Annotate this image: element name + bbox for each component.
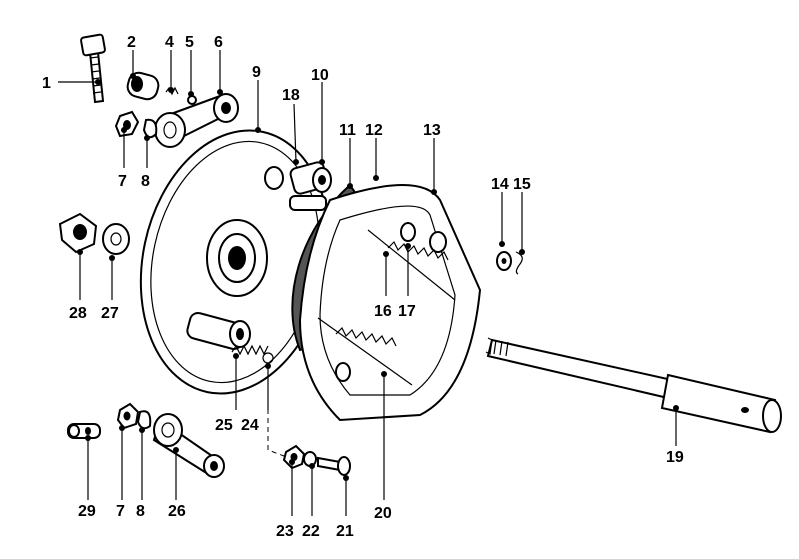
washer-and-clip [496, 251, 523, 275]
callout-21: 21 [336, 523, 354, 540]
callout-12: 12 [365, 122, 383, 139]
callout-22: 22 [302, 523, 320, 540]
callout-7-lower: 7 [116, 503, 125, 520]
adjusting-bolt [80, 33, 106, 104]
callout-7-upper: 7 [118, 173, 127, 190]
brake-shoe [291, 183, 482, 422]
callout-28: 28 [69, 305, 87, 322]
callout-2: 2 [127, 34, 136, 51]
callout-27: 27 [101, 305, 119, 322]
upper-nut-washer [114, 110, 158, 139]
callout-26: 26 [168, 503, 186, 520]
callout-11: 11 [339, 122, 356, 139]
callout-10: 10 [311, 67, 329, 84]
barrel-nut [126, 71, 160, 101]
callout-15: 15 [513, 176, 531, 193]
lower-bolt-assembly [282, 444, 351, 476]
callout-labels: 1 2 4 5 6 7 8 9 10 11 12 13 14 15 16 17 … [42, 34, 684, 540]
callout-14: 14 [491, 176, 509, 193]
callout-16: 16 [374, 303, 392, 320]
callout-6: 6 [214, 34, 223, 51]
upper-pivot-pin [289, 161, 332, 211]
callout-19: 19 [666, 449, 684, 466]
callout-20: 20 [374, 505, 392, 522]
return-springs [317, 229, 456, 386]
callout-23: 23 [276, 523, 294, 540]
lower-lever-assembly [116, 402, 225, 478]
clevis-pin [67, 423, 101, 439]
lower-pivot-pin [186, 311, 251, 351]
callout-5: 5 [185, 34, 194, 51]
callout-9: 9 [252, 64, 261, 81]
callout-17: 17 [398, 303, 416, 320]
callout-8-upper: 8 [141, 173, 150, 190]
callout-13: 13 [423, 122, 441, 139]
leader-lines [58, 50, 679, 516]
guide-line-lower-spring [267, 364, 285, 457]
callout-25: 25 [215, 417, 233, 434]
axle-shaft [485, 337, 782, 434]
axle-nut-washer [58, 212, 130, 255]
callout-18: 18 [282, 87, 300, 104]
callout-29: 29 [78, 503, 96, 520]
callout-4: 4 [165, 34, 174, 51]
upper-lever [154, 93, 239, 148]
callout-1: 1 [42, 75, 51, 92]
callout-8-lower: 8 [136, 503, 145, 520]
callout-24: 24 [241, 417, 259, 434]
